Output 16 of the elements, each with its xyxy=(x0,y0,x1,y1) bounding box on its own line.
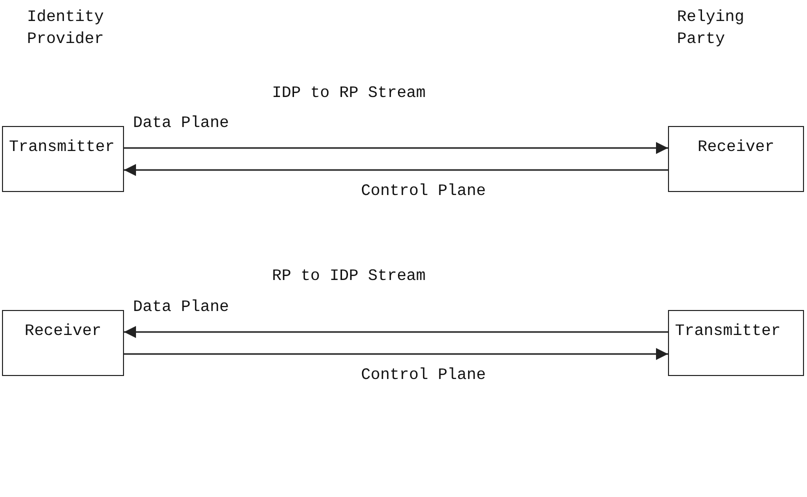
text-label: Identity Provider xyxy=(27,7,105,50)
box-label: Receiver xyxy=(696,137,776,158)
process-box xyxy=(2,126,124,192)
process-box xyxy=(668,126,804,192)
arrow xyxy=(124,164,668,176)
arrow xyxy=(124,326,668,338)
box-label: Receiver xyxy=(24,321,102,342)
box-label: Transmitter xyxy=(9,137,116,158)
arrow xyxy=(124,348,668,360)
process-box xyxy=(2,310,124,376)
text-label: Relying Party xyxy=(677,7,746,50)
text-label: IDP to RP Stream xyxy=(272,83,426,104)
arrow xyxy=(124,142,668,154)
box-label: Transmitter xyxy=(675,321,782,342)
text-label: RP to IDP Stream xyxy=(272,266,426,287)
process-box xyxy=(668,310,804,376)
